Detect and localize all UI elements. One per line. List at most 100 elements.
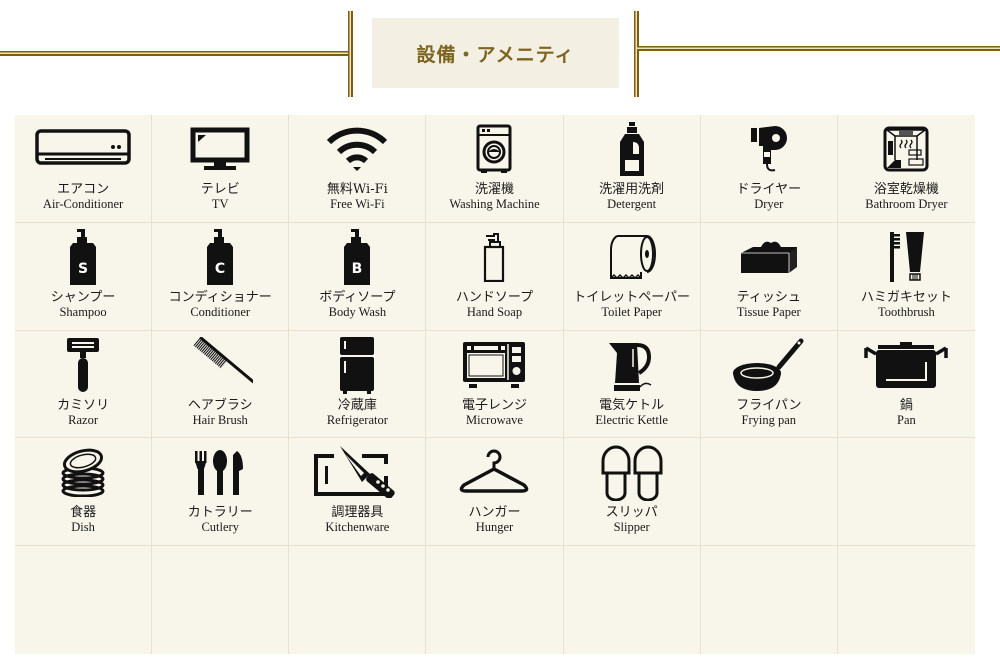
- wifi-icon: [307, 121, 407, 177]
- amenity-label-en: Dryer: [754, 197, 784, 211]
- dishes-icon: [33, 444, 133, 500]
- amenity-cell: カトラリー Cutlery: [152, 438, 290, 547]
- amenity-label-ja: 鍋: [899, 397, 913, 413]
- hanger-icon: [444, 444, 544, 500]
- hair-dryer-icon: [719, 121, 819, 177]
- amenity-label-ja: 食器: [70, 505, 97, 521]
- empty-cell: [564, 546, 701, 654]
- amenity-cell: ハミガキセット Toothbrush: [837, 223, 975, 331]
- amenity-cell: ハンドソープ Hand Soap: [426, 222, 564, 331]
- amenity-label-ja: 無料Wi-Fi: [326, 182, 388, 197]
- amenity-label-en: Washing Machine: [449, 197, 540, 211]
- toothbrush-icon: [856, 229, 956, 285]
- cutlery-icon: [170, 444, 270, 500]
- amenity-cell: 洗濯機 Washing Machine: [426, 115, 564, 223]
- amenity-cell: 電子レンジ Microwave: [426, 330, 564, 439]
- amenity-label-ja: 浴室乾燥機: [873, 182, 939, 197]
- svg-text:C: C: [215, 261, 225, 277]
- amenity-label-ja: カミソリ: [57, 397, 110, 413]
- amenity-cell: 食器 Dish: [15, 438, 153, 547]
- tissue-box-icon: [719, 229, 819, 285]
- amenity-label-en: Razor: [68, 412, 98, 427]
- empty-cell: [426, 546, 564, 654]
- empty-cell: [837, 438, 975, 547]
- amenity-label-ja: ドライヤー: [736, 182, 802, 197]
- svg-text:B: B: [352, 261, 363, 277]
- amenity-label-en: Refrigerator: [326, 412, 388, 427]
- comb-icon: [170, 336, 270, 393]
- bathroom-dryer-icon: [856, 121, 956, 177]
- amenity-label-ja: ティッシュ: [736, 289, 801, 305]
- empty-cell: [152, 546, 290, 654]
- amenity-label-ja: ハンドソープ: [455, 289, 534, 305]
- amenity-label-ja: エアコン: [57, 182, 110, 197]
- amenity-cell: 浴室乾燥機 Bathroom Dryer: [837, 115, 975, 223]
- amenity-label-en: Detergent: [607, 197, 657, 211]
- amenity-cell: 洗濯用洗剤 Detergent: [563, 115, 701, 223]
- amenity-label-en: Kitchenware: [325, 520, 390, 535]
- amenity-label-en: Pan: [897, 412, 916, 427]
- amenity-label-ja: テレビ: [200, 182, 240, 197]
- amenity-label-en: Toothbrush: [878, 304, 935, 319]
- kettle-icon: [582, 337, 682, 393]
- empty-cell: [838, 546, 975, 654]
- amenity-label-en: Conditioner: [190, 304, 251, 319]
- slippers-icon: [582, 444, 682, 502]
- header-rule-right: [637, 46, 1000, 51]
- amenity-label-ja: スリッパ: [605, 505, 658, 521]
- amenity-cell: ティッシュ Tissue Paper: [700, 222, 838, 331]
- amenity-label-en: Shampoo: [59, 304, 107, 319]
- amenity-label-en: Electric Kettle: [595, 412, 668, 427]
- amenity-label-ja: 冷蔵庫: [337, 397, 377, 413]
- pot-icon: [856, 337, 956, 393]
- razor-icon: [33, 337, 133, 393]
- amenity-label-ja: フライパン: [736, 397, 802, 413]
- frying-pan-icon: [719, 337, 819, 393]
- amenity-label-ja: コンディショナー: [168, 289, 272, 305]
- amenity-cell: 冷蔵庫 Refrigerator: [289, 330, 427, 439]
- amenity-label-ja: ボディソープ: [319, 289, 396, 305]
- amenity-label-en: TV: [211, 197, 229, 211]
- amenity-label-en: Bathroom Dryer: [865, 197, 948, 211]
- header-rule-left: [0, 51, 350, 56]
- amenity-label-en: Tissue Paper: [736, 304, 801, 319]
- amenity-label-en: Slipper: [613, 520, 650, 535]
- amenity-label-ja: ハミガキセット: [860, 289, 952, 305]
- hand-soap-icon: [444, 229, 544, 285]
- amenity-cell: ハンガー Hunger: [426, 438, 564, 547]
- amenity-label-en: Free Wi-Fi: [330, 197, 385, 211]
- amenity-label-ja: ハンガー: [468, 505, 521, 521]
- amenity-label-en: Hair Brush: [192, 412, 248, 427]
- amenity-cell: C コンディショナー Conditioner: [152, 222, 290, 331]
- amenities-grid: エアコン Air-Conditioner テレビ TV 無料Wi-Fi Free…: [15, 115, 975, 654]
- toilet-paper-icon: [582, 229, 682, 285]
- amenity-cell: 電気ケトル Electric Kettle: [563, 330, 701, 439]
- amenity-label-en: Hunger: [475, 520, 514, 535]
- amenity-label-ja: シャンプー: [50, 289, 116, 305]
- amenity-label-en: Hand Soap: [466, 304, 523, 319]
- section-title-box: 設備・アメニティ: [372, 18, 619, 88]
- microwave-icon: [444, 337, 544, 393]
- section-title: 設備・アメニティ: [416, 43, 575, 66]
- amenity-label-en: Air-Conditioner: [42, 197, 124, 211]
- svg-text:S: S: [78, 261, 88, 277]
- empty-cell: [700, 438, 838, 547]
- empty-cell: [701, 546, 838, 654]
- amenity-label-en: Frying pan: [741, 412, 797, 427]
- amenity-label-ja: カトラリー: [187, 505, 253, 521]
- amenity-cell: スリッパ Slipper: [563, 438, 701, 547]
- washing-machine-icon: [444, 121, 544, 177]
- amenity-label-en: Body Wash: [328, 304, 387, 319]
- amenity-label-ja: 電子レンジ: [461, 397, 527, 413]
- empty-cell: [289, 546, 427, 654]
- amenity-cell: フライパン Frying pan: [700, 330, 838, 439]
- amenity-cell: エアコン Air-Conditioner: [15, 115, 153, 223]
- cutting-board-knife-icon: [307, 444, 407, 500]
- body-wash-bottle-icon: B: [307, 228, 407, 285]
- amenity-cell: B ボディソープ Body Wash: [289, 222, 427, 331]
- amenity-label-en: Dish: [71, 520, 95, 535]
- amenity-label-en: Toilet Paper: [601, 304, 662, 319]
- empty-cell: [15, 546, 153, 654]
- amenity-cell: S シャンプー Shampoo: [15, 222, 153, 331]
- air-conditioner-icon: [33, 121, 133, 177]
